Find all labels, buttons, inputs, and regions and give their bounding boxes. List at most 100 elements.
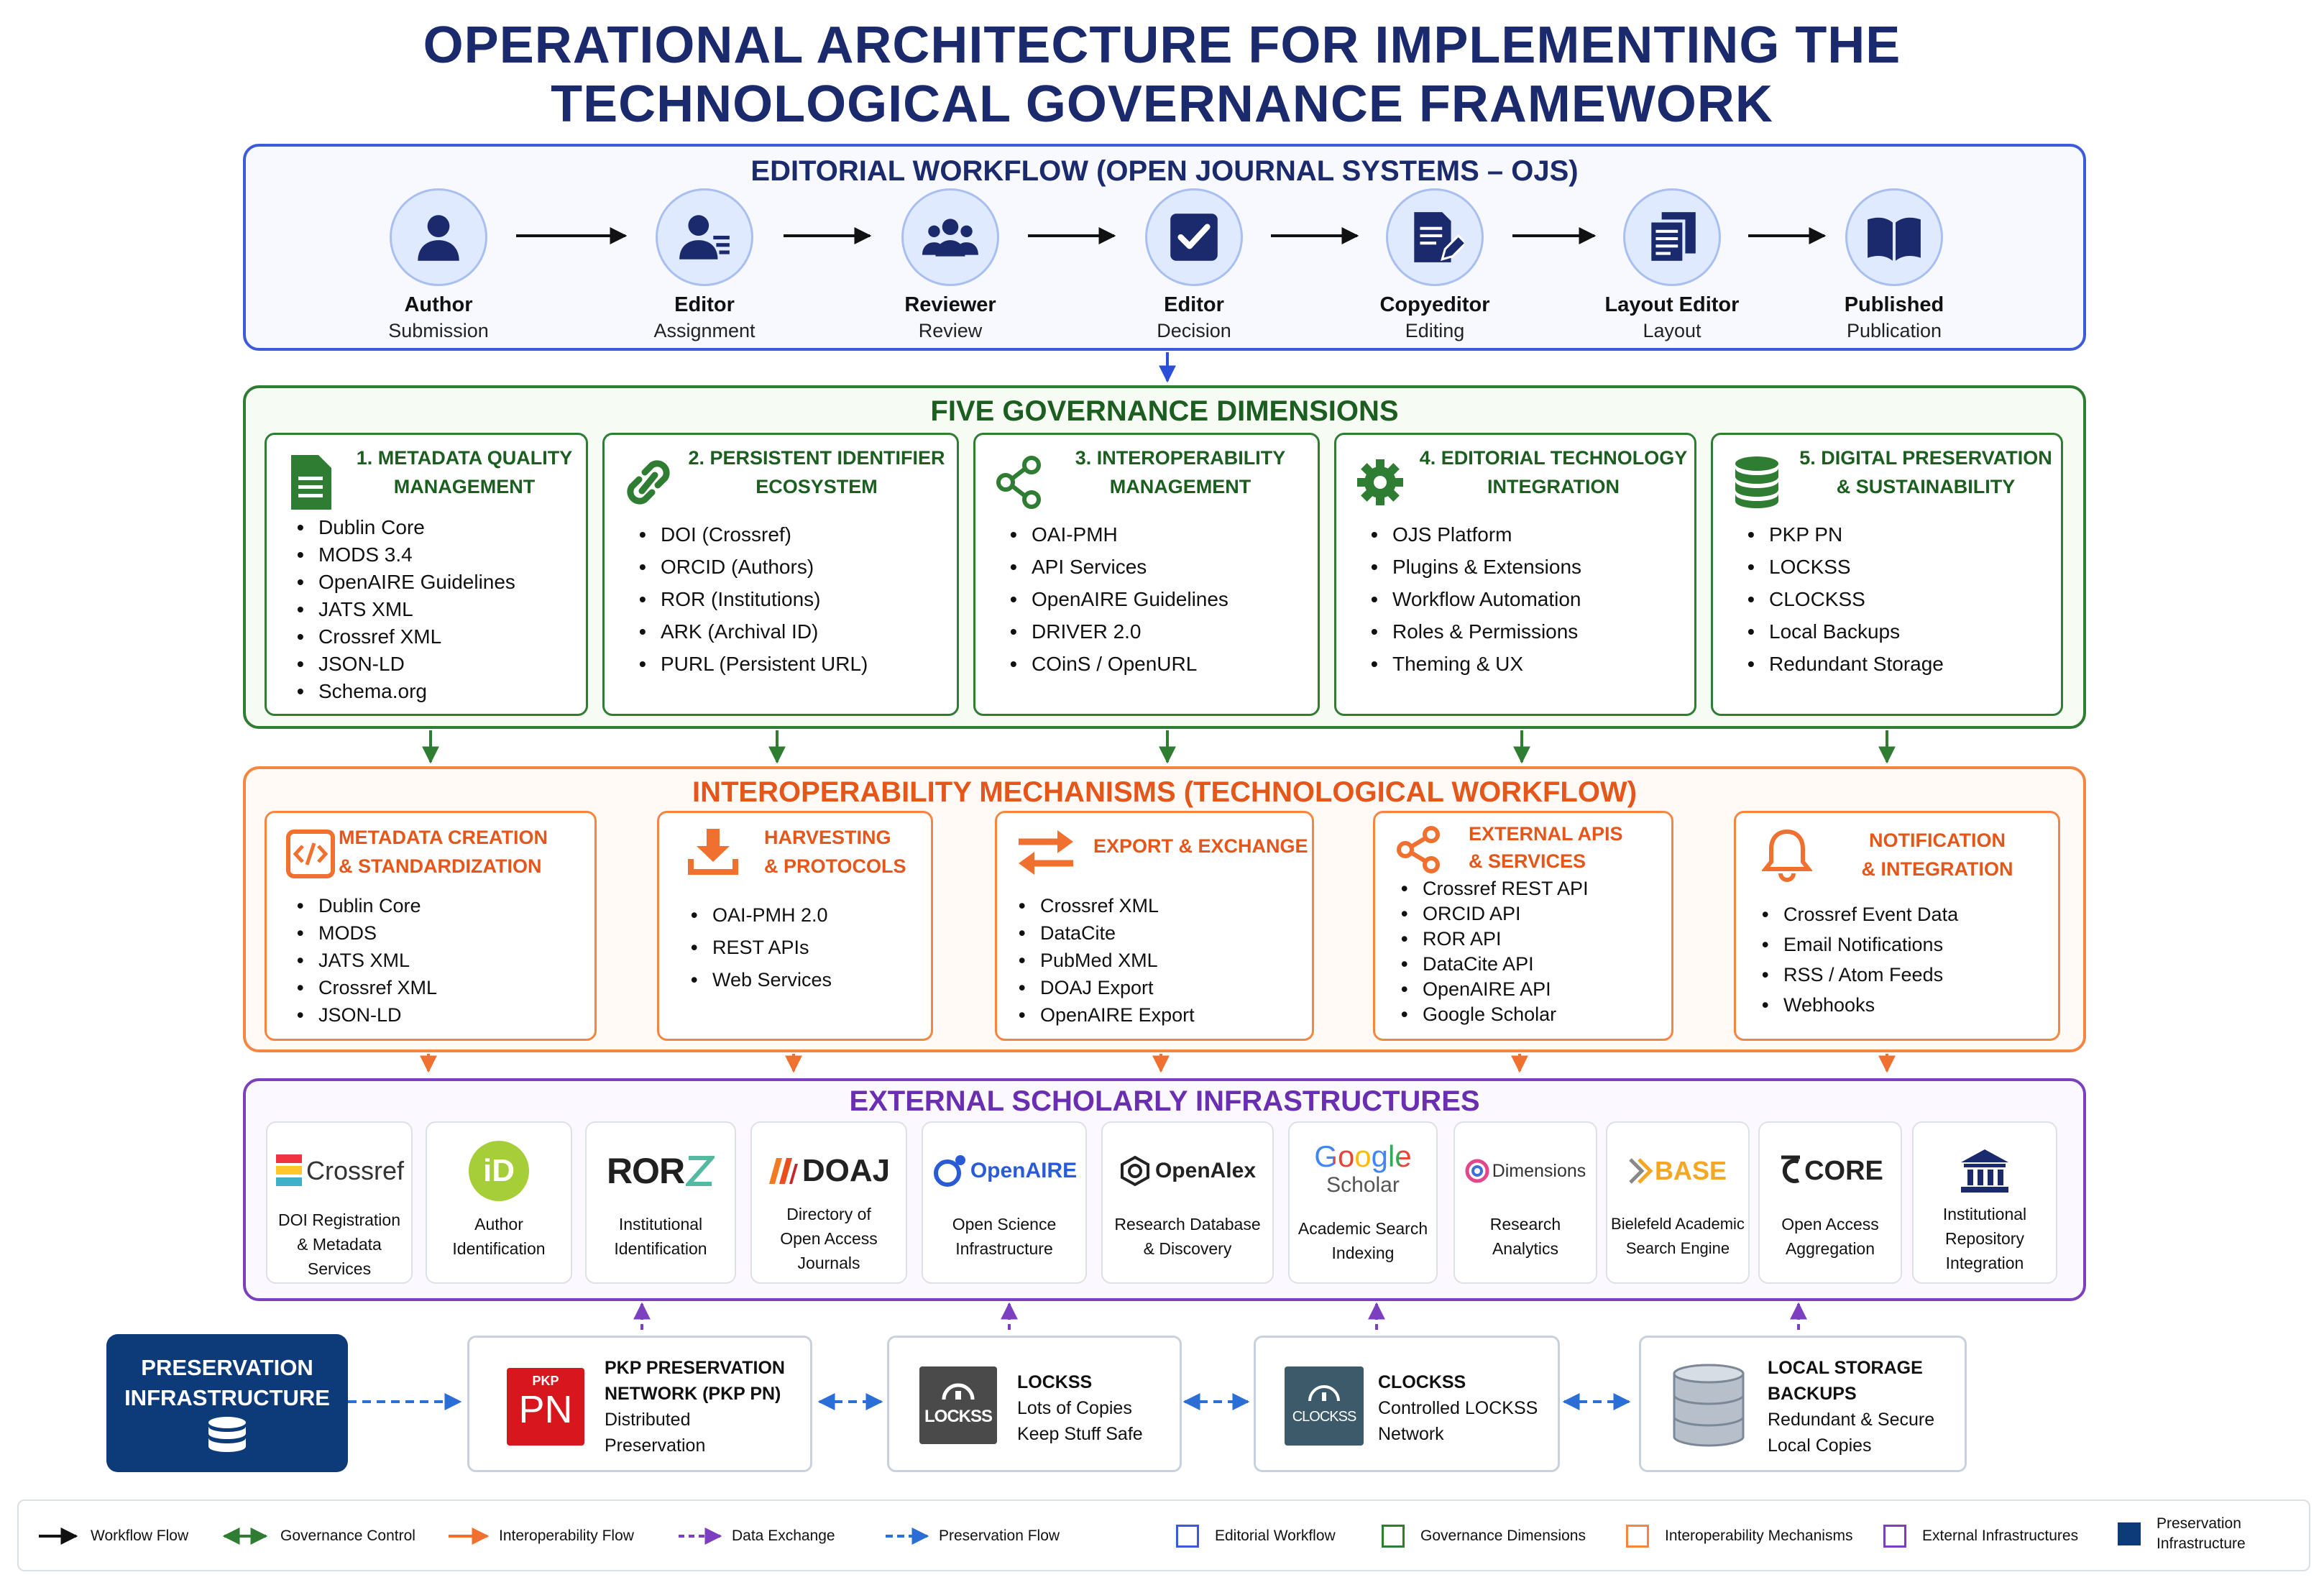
dimension-items: DOI (Crossref) ORCID (Authors) ROR (Inst… bbox=[639, 518, 868, 680]
stage-sub: Review bbox=[918, 320, 983, 341]
preservation-infrastructure-box: PRESERVATION INFRASTRUCTURE bbox=[106, 1334, 348, 1472]
list-item: PubMed XML bbox=[1019, 947, 1195, 974]
legend-arrows bbox=[39, 1527, 929, 1545]
mechanism-card-external-apis: EXTERNAL APIS& SERVICES Crossref REST AP… bbox=[1373, 811, 1673, 1041]
list-item: Dublin Core bbox=[297, 514, 515, 541]
title-line-1: OPERATIONAL ARCHITECTURE FOR IMPLEMENTIN… bbox=[423, 17, 1901, 74]
list-item: OpenAIRE Guidelines bbox=[1010, 583, 1228, 615]
list-item: DRIVER 2.0 bbox=[1010, 615, 1228, 648]
legend-preservation-flow: Preservation Flow bbox=[939, 1527, 1060, 1544]
preservation-label-2: INFRASTRUCTURE bbox=[124, 1385, 330, 1410]
orcid-logo: iD bbox=[427, 1139, 571, 1203]
stage-sub: Editing bbox=[1405, 320, 1465, 341]
list-item: LOCKSS bbox=[1747, 551, 1944, 583]
list-item: PURL (Persistent URL) bbox=[639, 648, 868, 680]
dimension-items: OJS Platform Plugins & Extensions Workfl… bbox=[1371, 518, 1581, 680]
list-item: Crossref Event Data bbox=[1762, 899, 1958, 929]
document-edit-icon bbox=[1386, 188, 1484, 286]
infra-caption: Research Database& Discovery bbox=[1114, 1215, 1261, 1258]
mechanism-heading: EXTERNAL APIS& SERVICES bbox=[1469, 823, 1623, 872]
lockss-logo: LOCKSS bbox=[919, 1366, 997, 1444]
list-item: REST APIs bbox=[691, 932, 832, 964]
mechanism-heading: NOTIFICATION& INTEGRATION bbox=[1861, 830, 2013, 880]
list-item: DataCite API bbox=[1401, 952, 1589, 977]
list-item: Local Backups bbox=[1747, 615, 1944, 648]
legend-governance-dimensions: Governance Dimensions bbox=[1382, 1524, 1586, 1548]
database-icon bbox=[208, 1417, 246, 1452]
list-item: Crossref XML bbox=[1019, 892, 1195, 919]
legend-governance-control: Governance Control bbox=[280, 1527, 415, 1544]
mechanism-items: Crossref REST API ORCID API ROR API Data… bbox=[1401, 876, 1589, 1027]
list-item: JSON-LD bbox=[297, 1001, 437, 1029]
list-item: Google Scholar bbox=[1401, 1002, 1589, 1027]
document-lines-icon bbox=[291, 455, 331, 510]
list-item: RSS / Atom Feeds bbox=[1762, 960, 1958, 990]
dimension-items: PKP PN LOCKSS CLOCKSS Local Backups Redu… bbox=[1747, 518, 1944, 680]
base-logo: BASE bbox=[1607, 1139, 1748, 1203]
stage-sub: Publication bbox=[1846, 320, 1942, 341]
mechanism-card-metadata: METADATA CREATION& STANDARDIZATION Dubli… bbox=[265, 811, 597, 1041]
list-item: Webhooks bbox=[1762, 990, 1958, 1020]
legend-external-infrastructures: External Infrastructures bbox=[1883, 1524, 2078, 1548]
list-item: Dublin Core bbox=[297, 892, 437, 919]
institution-building-icon bbox=[1914, 1139, 2056, 1203]
stage-sub: Assignment bbox=[653, 320, 755, 341]
list-item: MODS bbox=[297, 919, 437, 947]
list-item: Email Notifications bbox=[1762, 929, 1958, 960]
ror-logo: ROR bbox=[587, 1139, 735, 1203]
person-icon bbox=[390, 188, 487, 286]
list-item: ARK (Archival ID) bbox=[639, 615, 868, 648]
openaire-logo: OpenAIRE bbox=[923, 1139, 1085, 1203]
list-item: ROR API bbox=[1401, 927, 1589, 952]
list-item: Plugins & Extensions bbox=[1371, 551, 1581, 583]
list-item: OAI-PMH bbox=[1010, 518, 1228, 551]
list-item: OpenAIRE Guidelines bbox=[297, 569, 515, 596]
mechanism-heading: METADATA CREATION& STANDARDIZATION bbox=[339, 827, 548, 877]
list-item: JSON-LD bbox=[297, 651, 515, 678]
mechanism-card-export: EXPORT & EXCHANGE Crossref XML DataCite … bbox=[995, 811, 1314, 1041]
stage-name: Published bbox=[1844, 293, 1944, 316]
link-icon bbox=[627, 460, 670, 505]
stage-sub: Submission bbox=[388, 320, 489, 341]
stage-sub: Decision bbox=[1157, 320, 1231, 341]
stage-name: Reviewer bbox=[904, 293, 996, 316]
share-icon bbox=[1397, 826, 1440, 873]
mechanism-heading: EXPORT & EXCHANGE bbox=[1093, 835, 1308, 857]
list-item: CLOCKSS bbox=[1747, 583, 1944, 615]
list-item: OpenAIRE Export bbox=[1019, 1001, 1195, 1029]
page-title: OPERATIONAL ARCHITECTURE FOR IMPLEMENTIN… bbox=[0, 16, 2324, 134]
download-icon bbox=[688, 829, 738, 875]
list-item: ORCID API bbox=[1401, 901, 1589, 927]
legend-editorial-workflow: Editorial Workflow bbox=[1176, 1524, 1336, 1548]
legend: Workflow Flow Governance Control Interop… bbox=[17, 1499, 2310, 1571]
mechanism-items: OAI-PMH 2.0 REST APIs Web Services bbox=[691, 899, 832, 996]
list-item: Schema.org bbox=[297, 678, 515, 705]
stage-name: Copyeditor bbox=[1379, 293, 1490, 316]
mechanism-items: Crossref Event Data Email Notifications … bbox=[1762, 899, 1958, 1020]
stage-sub: Layout bbox=[1643, 320, 1701, 341]
interoperability-title: INTEROPERABILITY MECHANISMS (TECHNOLOGIC… bbox=[692, 776, 1638, 808]
stage-editor-decision: Editor Decision bbox=[1093, 188, 1295, 342]
